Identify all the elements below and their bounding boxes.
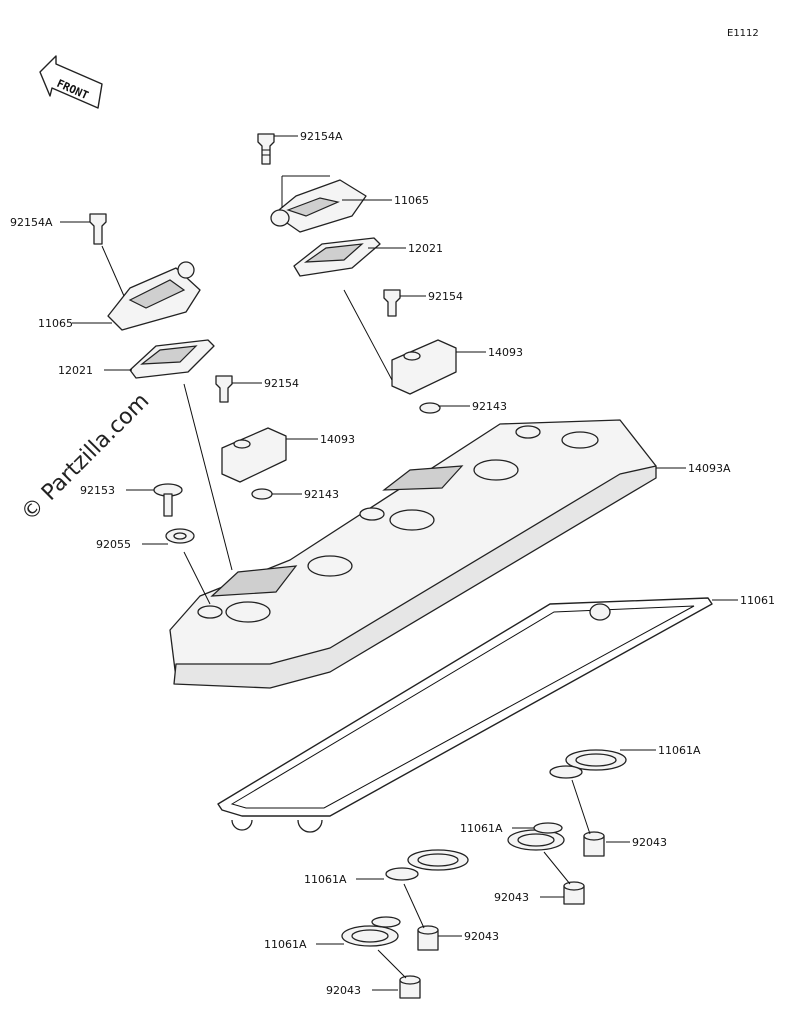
label-14093-right: 14093 bbox=[488, 346, 523, 359]
label-92055: 92055 bbox=[96, 538, 131, 551]
label-11061: 11061 bbox=[740, 594, 775, 607]
collar-92043-3 bbox=[417, 925, 439, 951]
gasket-11061 bbox=[217, 597, 713, 833]
bracket-14093-right bbox=[391, 339, 457, 395]
label-92154-right: 92154 bbox=[428, 290, 463, 303]
label-11061A-1: 11061A bbox=[658, 744, 701, 757]
bolt-92154-right bbox=[383, 289, 401, 317]
bracket-14093-left bbox=[221, 427, 287, 483]
plate-12021-top bbox=[293, 237, 381, 277]
label-12021-right: 12021 bbox=[408, 242, 443, 255]
breather-cover-11065-top bbox=[270, 179, 367, 233]
label-92154A-left: 92154A bbox=[10, 216, 53, 229]
label-92143-right: 92143 bbox=[472, 400, 507, 413]
grommet-92055 bbox=[165, 528, 195, 544]
label-92154-left: 92154 bbox=[264, 377, 299, 390]
washer-92143-right bbox=[419, 402, 441, 414]
label-11061A-3: 11061A bbox=[304, 873, 347, 886]
label-11061A-4: 11061A bbox=[264, 938, 307, 951]
label-92143-left: 92143 bbox=[304, 488, 339, 501]
label-92043-4: 92043 bbox=[326, 984, 361, 997]
screw-92153 bbox=[153, 483, 183, 517]
collar-92043-4 bbox=[399, 975, 421, 999]
label-11061A-2: 11061A bbox=[460, 822, 503, 835]
breather-cover-11065-left bbox=[107, 261, 201, 331]
gasket-11061A-3 bbox=[385, 849, 469, 881]
washer-92143-left bbox=[251, 488, 273, 500]
gasket-11061A-1 bbox=[549, 749, 627, 779]
collar-92043-1 bbox=[583, 831, 605, 857]
label-12021-left: 12021 bbox=[58, 364, 93, 377]
bolt-92154A-left bbox=[89, 213, 107, 245]
watermark: © Partzilla.com bbox=[17, 389, 155, 527]
label-92154A-top: 92154A bbox=[300, 130, 343, 143]
front-arrow-icon: FRONT bbox=[39, 55, 103, 109]
plate-12021-left bbox=[129, 339, 215, 379]
label-92153: 92153 bbox=[80, 484, 115, 497]
head-cover-14093A bbox=[169, 419, 657, 689]
gasket-11061A-2 bbox=[507, 822, 565, 851]
label-92043-2: 92043 bbox=[494, 891, 529, 904]
gasket-11061A-4 bbox=[341, 916, 401, 947]
bolt-92154A-top bbox=[257, 133, 275, 165]
diagram-code: E1112 bbox=[727, 28, 759, 39]
label-92043-3: 92043 bbox=[464, 930, 499, 943]
label-11065-left: 11065 bbox=[38, 317, 73, 330]
bolt-92154-left bbox=[215, 375, 233, 403]
label-14093-left: 14093 bbox=[320, 433, 355, 446]
collar-92043-2 bbox=[563, 881, 585, 905]
label-92043-1: 92043 bbox=[632, 836, 667, 849]
label-11065-top: 11065 bbox=[394, 194, 429, 207]
label-14093A: 14093A bbox=[688, 462, 731, 475]
leader-lines bbox=[60, 135, 738, 991]
